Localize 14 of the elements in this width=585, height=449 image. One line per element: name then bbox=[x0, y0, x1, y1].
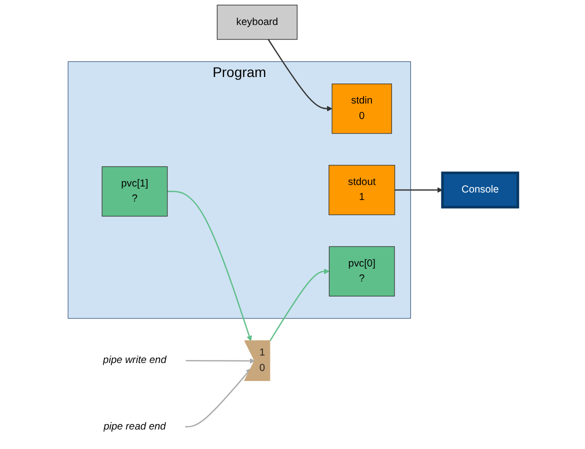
node-text: pipe read end bbox=[103, 421, 166, 432]
arrow bbox=[267, 39, 332, 112]
node-box: pvc[1] ? bbox=[101, 166, 168, 217]
arrow bbox=[184, 368, 251, 428]
node-box: stdin 0 bbox=[331, 84, 392, 134]
arrow bbox=[394, 187, 442, 193]
node-box: Console bbox=[440, 172, 519, 208]
node-box: stdout 1 bbox=[328, 164, 395, 216]
node-text: pipe write end bbox=[102, 354, 166, 366]
arrow bbox=[166, 190, 252, 342]
node-box: pvc[0] ? bbox=[328, 246, 394, 296]
node-box: keyboard bbox=[216, 4, 297, 40]
arrow bbox=[184, 358, 255, 364]
arrow bbox=[269, 268, 329, 342]
